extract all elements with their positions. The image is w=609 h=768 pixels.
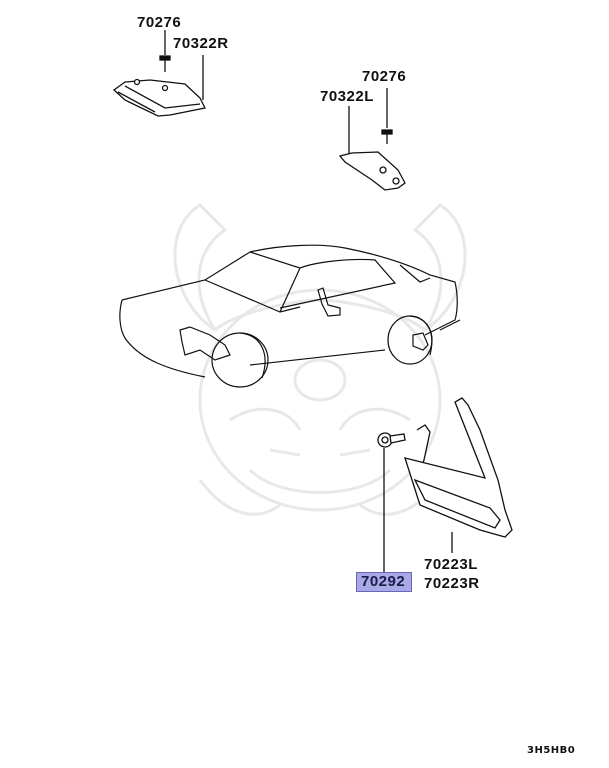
callout-70322l[interactable]: 70322L <box>320 88 374 105</box>
diagram-code: 3H5HB0 <box>527 745 576 756</box>
callout-70223r[interactable]: 70223R <box>424 575 480 592</box>
callout-70322r[interactable]: 70322R <box>173 35 229 52</box>
splash-shield-right-drawing <box>112 30 206 117</box>
callout-70276-left[interactable]: 70276 <box>362 68 407 85</box>
mud-guard-drawing <box>404 397 513 553</box>
splash-shield-left-drawing <box>338 88 406 191</box>
callout-70276-right[interactable]: 70276 <box>137 14 182 31</box>
mud-guard-bolt-drawing <box>377 432 406 572</box>
callout-70292-highlighted[interactable]: 70292 <box>356 572 413 592</box>
vehicle-outline-drawing <box>119 244 461 388</box>
callout-70223l[interactable]: 70223L <box>424 556 478 573</box>
